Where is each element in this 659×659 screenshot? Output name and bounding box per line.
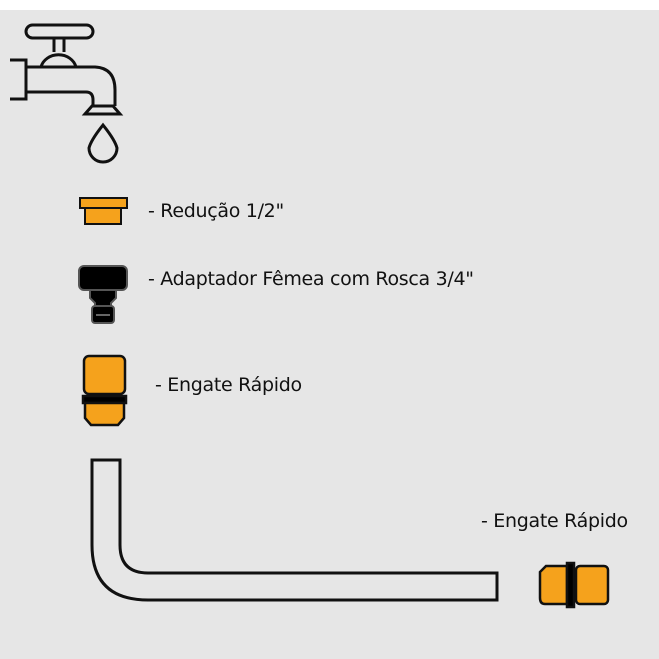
- diagram-background: [0, 10, 659, 659]
- faucet-icon: [10, 23, 124, 116]
- adaptador-label: - Adaptador Fêmea com Rosca 3/4": [148, 268, 474, 290]
- reducao-icon: [79, 197, 128, 225]
- engate-rapido-icon-2: [538, 561, 610, 609]
- water-drop-icon: [87, 122, 119, 164]
- engate-rapido-label: - Engate Rápido: [155, 374, 302, 396]
- engate-rapido-label-2: - Engate Rápido: [481, 510, 628, 532]
- hose-icon: [90, 458, 499, 602]
- adaptador-icon: [78, 265, 128, 324]
- reducao-label: - Redução 1/2": [148, 200, 284, 222]
- engate-rapido-icon: [81, 354, 128, 427]
